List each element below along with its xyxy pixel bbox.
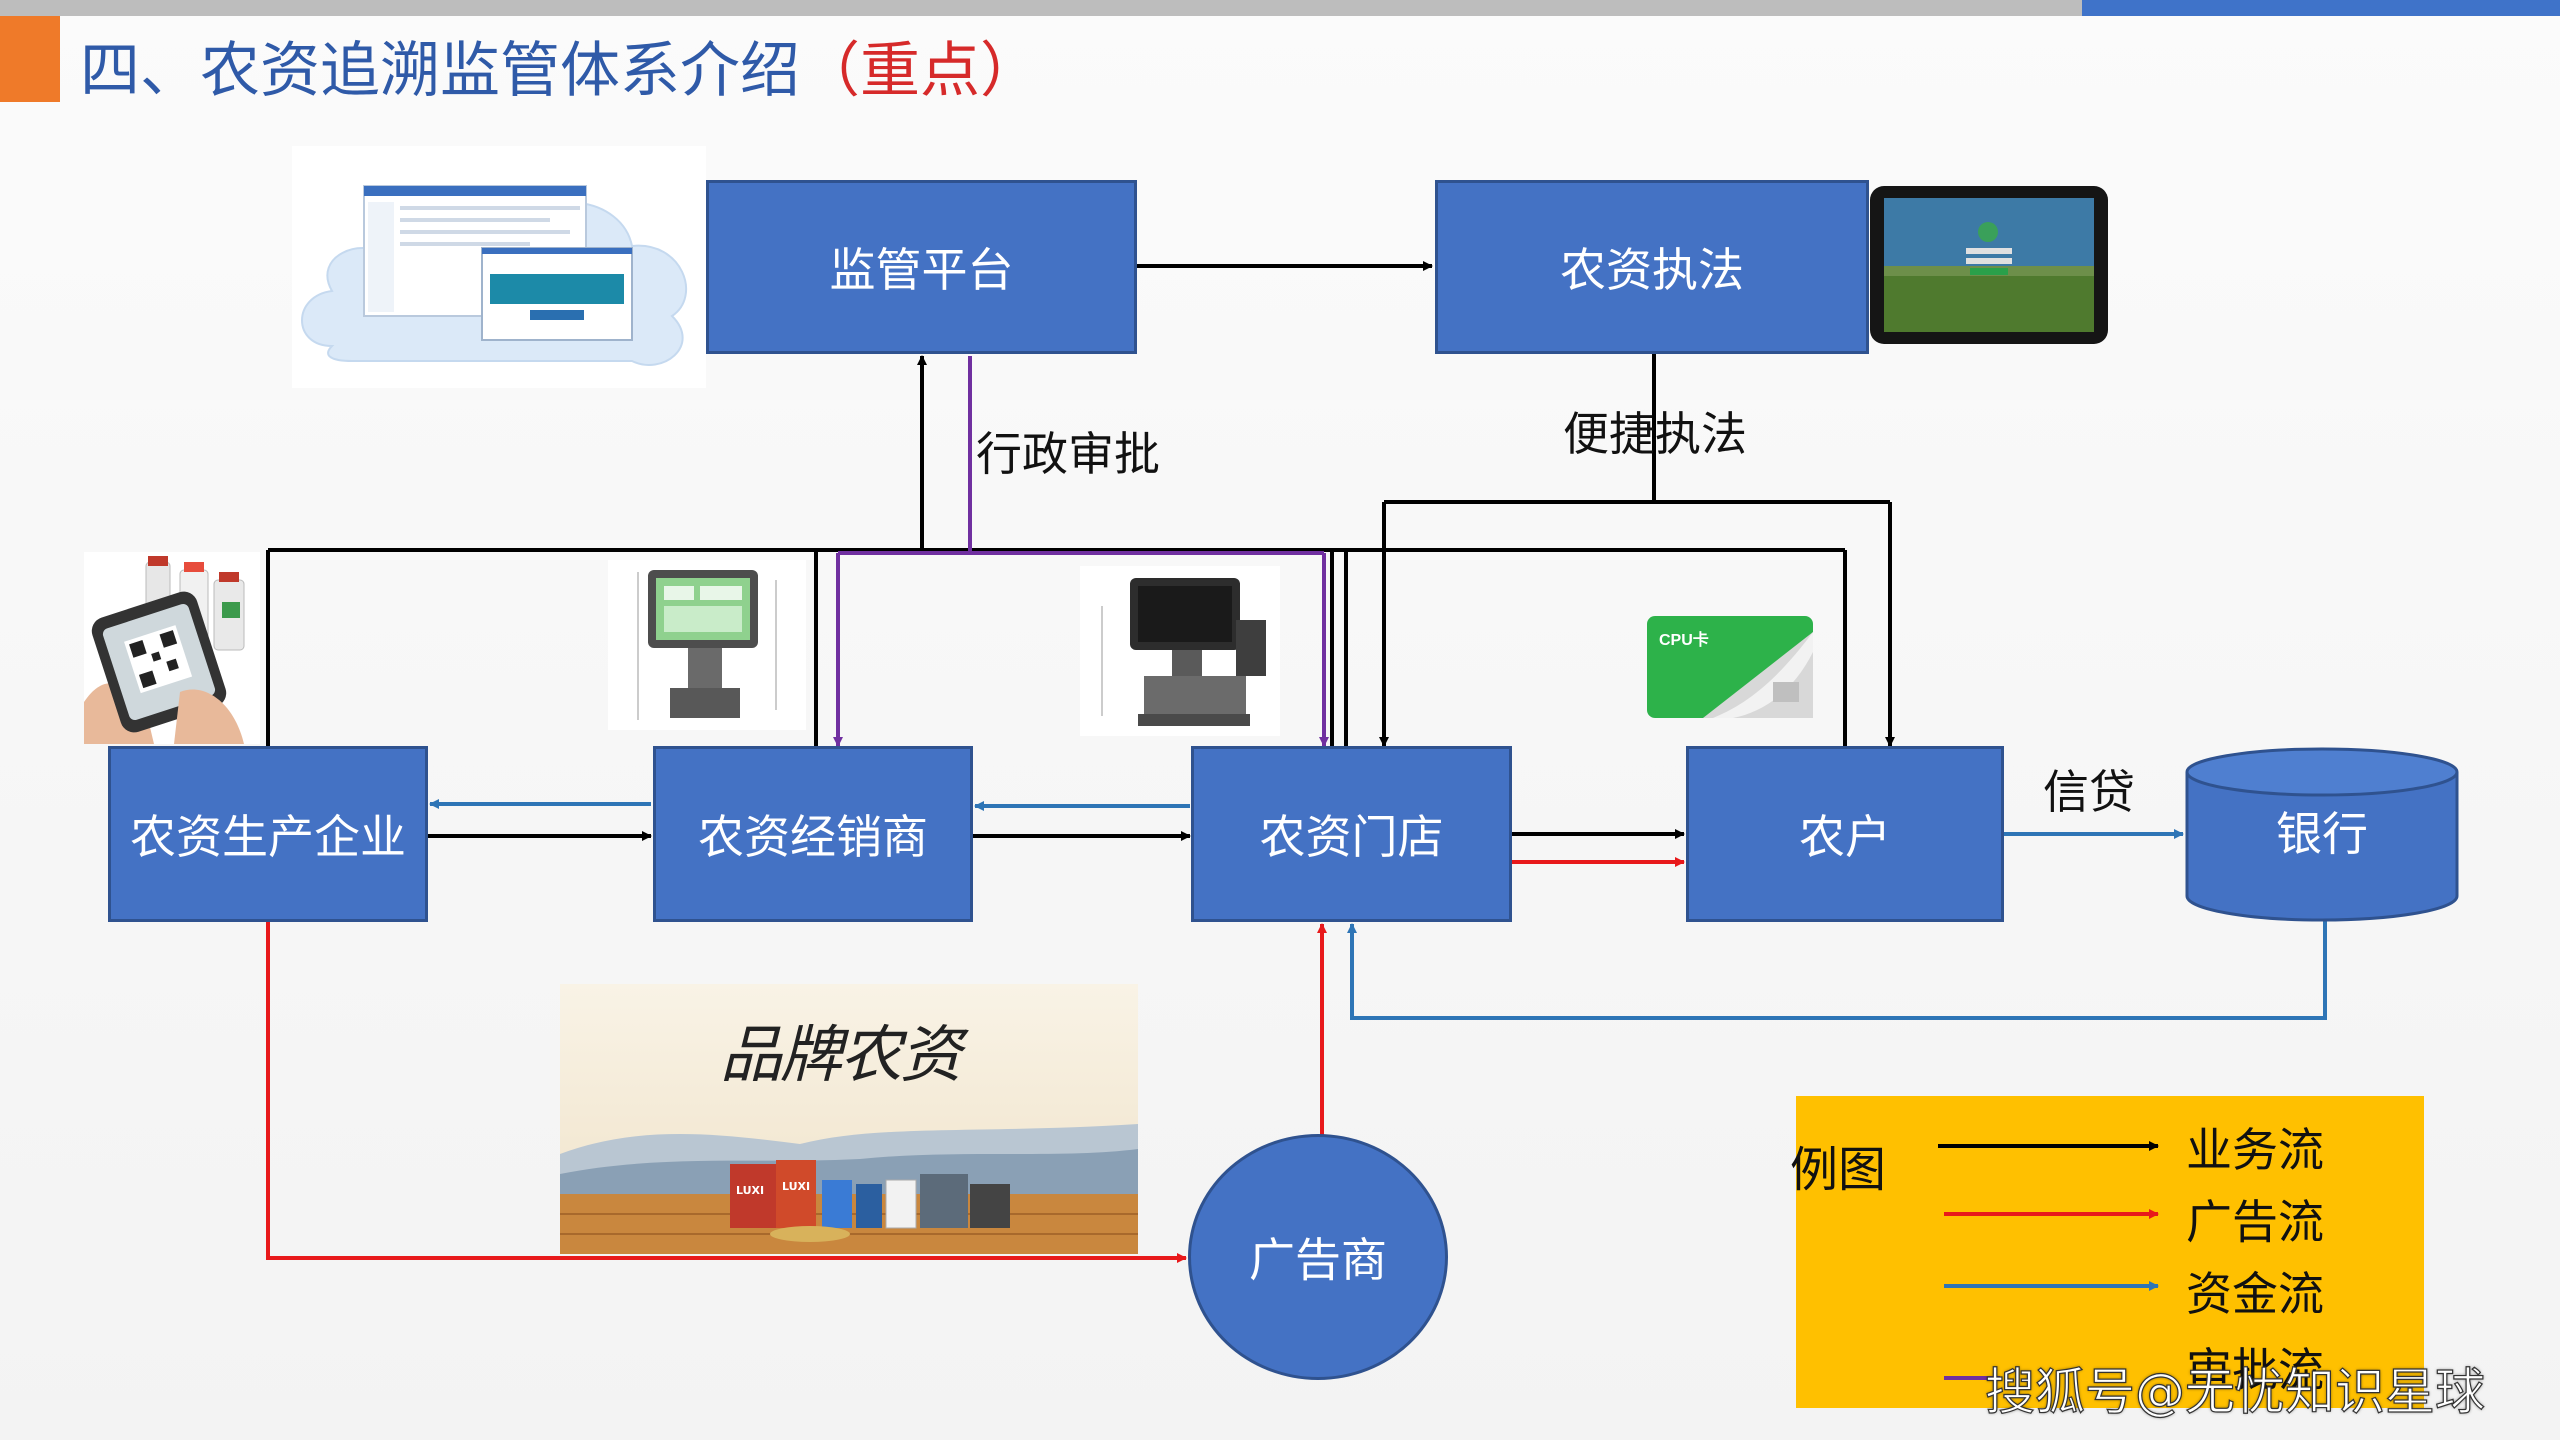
node-distributor: 农资经销商 [653, 746, 973, 922]
edge-label-credit: 信贷 [2043, 765, 2135, 819]
cpu-card-image: CPU卡 [1643, 612, 1817, 722]
node-label: 农户 [1799, 810, 1891, 864]
product-label: LUXI [782, 1180, 811, 1193]
node-farmer: 农户 [1686, 746, 2004, 922]
platform-screenshot-image [292, 146, 706, 388]
edge-funds-bank-to-store [1347, 916, 2327, 1020]
top-bar [0, 0, 2082, 16]
phone-scan-image [84, 552, 260, 744]
node-supervision-platform: 监管平台 [706, 180, 1137, 354]
brand-agri-banner-image: 品牌农资 LUXI LUXI [560, 984, 1138, 1254]
node-label: 银行 [2276, 807, 2368, 861]
node-producer: 农资生产企业 [108, 746, 428, 922]
advertising-flow-lines [266, 857, 1685, 1263]
legend-item-advertising: 广告流 [2186, 1195, 2324, 1249]
node-label: 广告商 [1249, 1233, 1387, 1287]
edge-label-convenient-enforcement: 便捷执法 [1563, 407, 1747, 461]
legend-item-business: 业务流 [2186, 1123, 2324, 1177]
bank-cylinder-shape [2185, 747, 2459, 922]
watermark: 搜狐号@无忧知识星球 [1984, 1362, 2485, 1421]
approval-flow-lines [833, 356, 1329, 747]
node-label: 农资执法 [1560, 243, 1744, 297]
business-flow-lines [266, 261, 1895, 841]
node-store: 农资门店 [1191, 746, 1512, 922]
cpu-card-text: CPU卡 [1659, 632, 1709, 649]
page-title-main: 四、农资追溯监管体系介绍 [80, 36, 800, 106]
legend-item-funds: 资金流 [2186, 1267, 2324, 1321]
funds-flow-lines [429, 799, 2327, 1020]
brand-banner-text: 品牌农资 [720, 1018, 962, 1091]
title-accent-block [0, 16, 60, 102]
page-title: 四、农资追溯监管体系介绍（重点） [80, 26, 1040, 116]
node-label: 农资门店 [1259, 810, 1444, 864]
node-law-enforcement: 农资执法 [1435, 180, 1869, 354]
node-label: 监管平台 [829, 243, 1014, 297]
edge-label-admin-approval: 行政审批 [976, 427, 1160, 481]
pos-terminal-image [1080, 566, 1280, 736]
page-title-emphasis: （重点） [800, 36, 1040, 106]
kiosk-terminal-image [608, 560, 806, 730]
legend-item-approval: 审批流 [2186, 1343, 2324, 1397]
node-label: 农资生产企业 [130, 810, 406, 864]
product-label: LUXI [736, 1184, 765, 1197]
node-advertiser: 广告商 [1188, 1134, 1448, 1380]
legend-title: 例图 [1790, 1142, 1887, 1198]
edge-ad-producer-to-advertiser [266, 920, 1187, 1263]
node-label: 农资经销商 [698, 810, 928, 864]
node-bank: 银行 [2184, 746, 2460, 922]
legend-lines [1938, 1141, 2159, 1380]
tablet-image [1866, 182, 2112, 348]
top-bar-accent [2082, 0, 2560, 16]
